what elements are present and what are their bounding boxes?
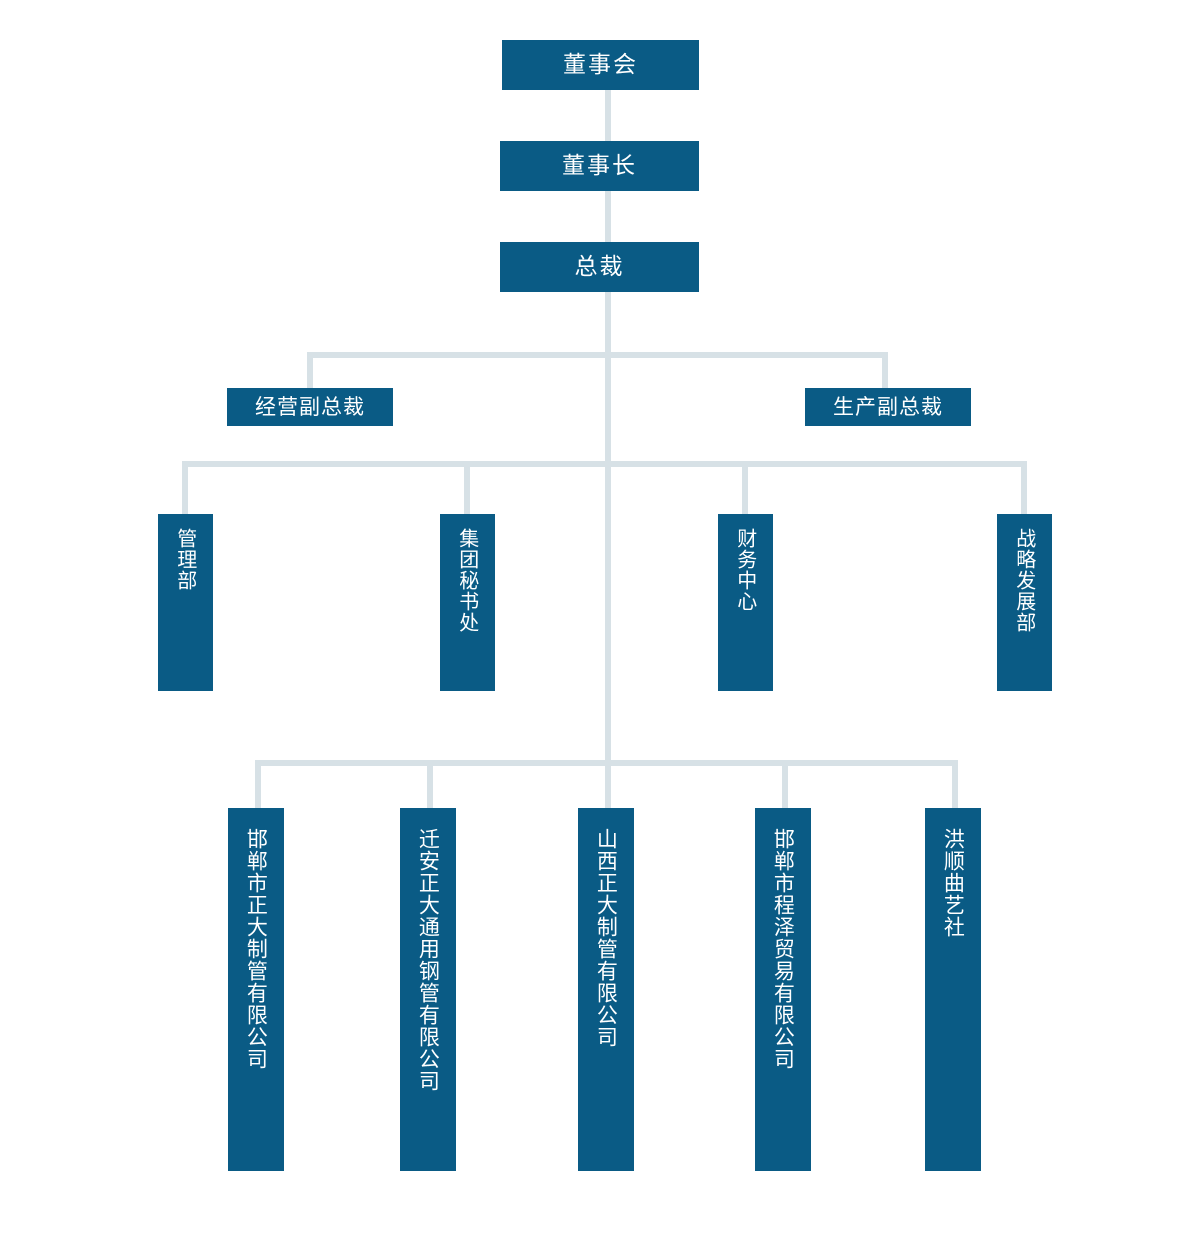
- node-dept-finance-center[interactable]: 财务中心: [718, 514, 773, 691]
- connector-department-bus: [182, 461, 1027, 467]
- node-vp-production[interactable]: 生产副总裁: [805, 388, 971, 426]
- node-label: 战略发展部: [1012, 528, 1037, 633]
- node-subsidiary-shanxi-zhengda-pipe[interactable]: 山西正大制管有限公司: [578, 808, 634, 1171]
- connector-drop-dept-strategy: [1021, 461, 1027, 514]
- node-label: 董事会: [563, 51, 638, 78]
- node-label: 迁安正大通用钢管有限公司: [416, 828, 441, 1092]
- node-dept-management[interactable]: 管理部: [158, 514, 213, 691]
- connector-chairman-to-president: [605, 191, 611, 242]
- node-dept-group-secretariat[interactable]: 集团秘书处: [440, 514, 495, 691]
- node-label: 经营副总裁: [255, 394, 365, 419]
- connector-drop-vp-production: [882, 352, 888, 388]
- connector-president-spine: [605, 292, 611, 766]
- node-subsidiary-handan-chengze-trading[interactable]: 邯郸市程泽贸易有限公司: [755, 808, 811, 1171]
- node-dept-strategic-development[interactable]: 战略发展部: [997, 514, 1052, 691]
- node-label: 山西正大制管有限公司: [594, 828, 619, 1048]
- connector-drop-sub-4: [782, 760, 788, 808]
- connector-vp-bus: [307, 352, 888, 358]
- node-label: 邯郸市程泽贸易有限公司: [771, 828, 796, 1070]
- node-label: 集团秘书处: [455, 528, 480, 633]
- node-chairman[interactable]: 董事长: [500, 141, 699, 191]
- connector-drop-sub-2: [427, 760, 433, 808]
- connector-drop-sub-5: [952, 760, 958, 808]
- node-vp-operations[interactable]: 经营副总裁: [227, 388, 393, 426]
- connector-drop-dept-management: [182, 461, 188, 514]
- connector-drop-sub-3: [605, 760, 611, 808]
- node-label: 洪顺曲艺社: [941, 828, 966, 938]
- node-subsidiary-handan-zhengda-pipe[interactable]: 邯郸市正大制管有限公司: [228, 808, 284, 1171]
- node-label: 管理部: [173, 528, 198, 591]
- node-subsidiary-qianan-zhengda-steel-pipe[interactable]: 迁安正大通用钢管有限公司: [400, 808, 456, 1171]
- node-label: 财务中心: [733, 528, 758, 612]
- connector-drop-dept-secretariat: [464, 461, 470, 514]
- node-subsidiary-hongshun-quyi-club[interactable]: 洪顺曲艺社: [925, 808, 981, 1171]
- connector-drop-vp-operations: [307, 352, 313, 388]
- node-label: 邯郸市正大制管有限公司: [244, 828, 269, 1070]
- connector-drop-sub-1: [255, 760, 261, 808]
- node-label: 生产副总裁: [833, 394, 943, 419]
- node-label: 董事长: [562, 152, 637, 179]
- connector-board-to-chairman: [605, 90, 611, 141]
- node-label: 总裁: [574, 253, 625, 280]
- connector-drop-dept-finance: [742, 461, 748, 514]
- node-president[interactable]: 总裁: [500, 242, 699, 292]
- node-board-of-directors[interactable]: 董事会: [502, 40, 699, 90]
